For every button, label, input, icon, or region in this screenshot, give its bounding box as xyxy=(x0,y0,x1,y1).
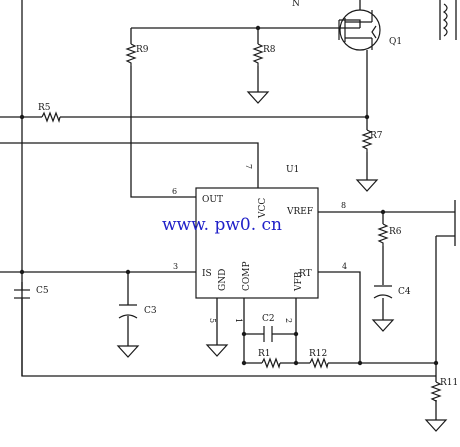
r7-label: R7 xyxy=(370,131,383,141)
r8-label: R8 xyxy=(263,45,276,55)
capacitor-c4: C4 xyxy=(373,285,411,299)
c3-label: C3 xyxy=(144,306,157,316)
r1-label: R1 xyxy=(258,349,271,359)
c5-label: C5 xyxy=(36,286,49,296)
r12-label: R12 xyxy=(309,349,327,359)
c4-label: C4 xyxy=(398,287,411,297)
resistor-r9: R9 xyxy=(125,43,149,66)
r6-label: R6 xyxy=(389,227,402,237)
pin-is-number: 3 xyxy=(173,262,178,271)
c2-label: C2 xyxy=(262,314,275,324)
ic-u1: U1 OUT VREF IS RT VCC GND COMP VFB 6 7 8… xyxy=(172,164,347,323)
pin-out-label: OUT xyxy=(202,195,223,205)
pin-vfb-label: VFB xyxy=(294,271,304,292)
pin-vref-label: VREF xyxy=(286,207,313,217)
u1-label: U1 xyxy=(286,165,299,175)
pin-vfb-number: 2 xyxy=(284,318,293,323)
wires xyxy=(0,0,457,420)
r11-label: R11 xyxy=(440,378,458,388)
ground-c4 xyxy=(371,319,395,332)
watermark-text: www. pw0. cn xyxy=(162,215,282,235)
capacitor-c5: C5 xyxy=(14,286,49,299)
pin-vcc-number: 7 xyxy=(244,164,253,169)
r5-label: R5 xyxy=(38,103,51,113)
pin-gnd-number: 5 xyxy=(208,318,217,323)
ground-r11 xyxy=(424,419,448,432)
pin-gnd-label: GND xyxy=(218,269,228,291)
resistor-r12: R12 xyxy=(309,349,329,370)
top-partial-label: N xyxy=(292,0,300,9)
q1-label: Q1 xyxy=(389,37,402,47)
pin-vcc-label: VCC xyxy=(258,198,268,219)
ground-r8 xyxy=(246,91,270,104)
pin-rt-label: RT xyxy=(299,269,312,279)
pin-comp-label: COMP xyxy=(242,261,252,291)
ground-gnd xyxy=(205,344,229,357)
resistor-r7: R7 xyxy=(361,129,383,152)
pin-comp-number: 1 xyxy=(234,318,243,323)
r9-label: R9 xyxy=(136,45,149,55)
ground-r7 xyxy=(355,179,379,192)
ground-c3 xyxy=(116,345,140,358)
resistor-r11: R11 xyxy=(430,378,458,402)
pin-rt-number: 4 xyxy=(342,262,347,271)
capacitor-c2: C2 xyxy=(262,314,275,342)
capacitor-c3: C3 xyxy=(118,304,157,319)
resistor-r8: R8 xyxy=(252,43,276,66)
ground-symbols xyxy=(116,91,448,432)
pin-out-number: 6 xyxy=(172,187,177,196)
pin-vref-number: 8 xyxy=(341,201,346,210)
resistor-r1: R1 xyxy=(258,349,281,370)
resistor-r5: R5 xyxy=(38,103,61,124)
pin-is-label: IS xyxy=(202,269,212,279)
junction-dots xyxy=(19,25,439,366)
mosfet-q1: Q1 xyxy=(338,0,402,51)
resistor-r6: R6 xyxy=(377,223,402,246)
